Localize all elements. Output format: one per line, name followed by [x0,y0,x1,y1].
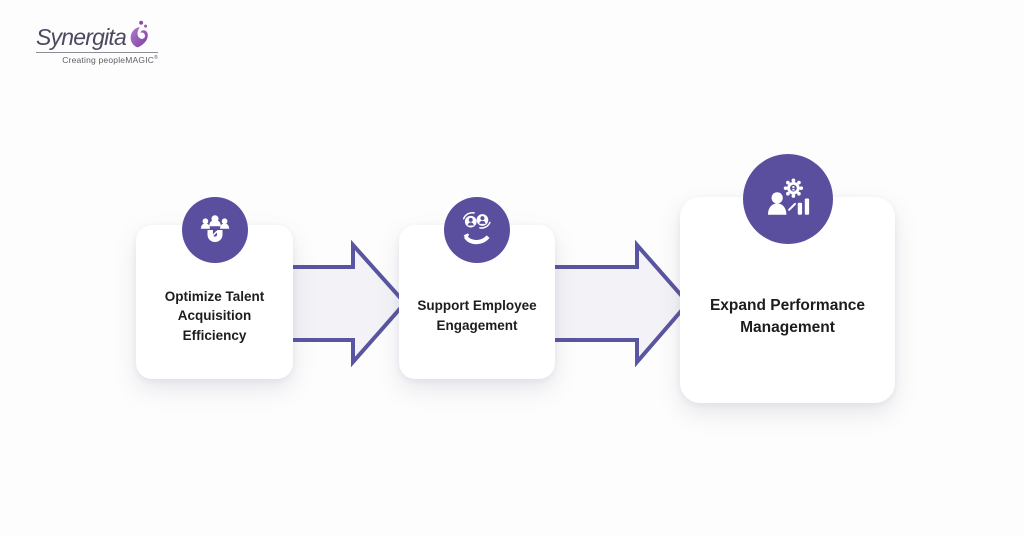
talent-magnet-icon [181,197,248,263]
brand-tagline-text: Creating peopleMAGIC [62,55,155,65]
step-card-performance-management: Expand Performance Management [680,154,895,403]
registered-mark: ® [154,55,158,62]
hand-holding-people-icon [444,197,510,263]
logo-divider [36,52,158,53]
step-label-line: Engagement [436,318,518,333]
step-label: Optimize Talent Acquisition Efficiency [144,287,285,346]
brand-logo: Synergita Creating peopleMAGIC® [36,18,158,65]
brand-logo-row: Synergita [36,18,158,49]
step-label-line: Support Employee [417,298,537,314]
brand-name: Synergita [36,24,127,50]
brand-swirl-icon [130,20,148,48]
step-label-line: Expand Performance [709,296,866,314]
step-label: Expand Performance Management [710,295,865,340]
person-gear-chart-icon [742,154,833,244]
flow-arrow-1 [283,240,408,368]
step-card-talent-acquisition: Optimize Talent Acquisition Efficiency [136,197,293,379]
flow-arrow-2 [546,240,691,368]
step-label: Support Employee Engagement [417,296,536,335]
step-label-line: Management [740,319,835,336]
step-card-employee-engagement: Support Employee Engagement [399,197,555,379]
brand-tagline: Creating peopleMAGIC® [36,55,158,65]
step-label-line: Optimize Talent [164,288,265,304]
step-label-line: Acquisition Efficiency [177,308,252,343]
